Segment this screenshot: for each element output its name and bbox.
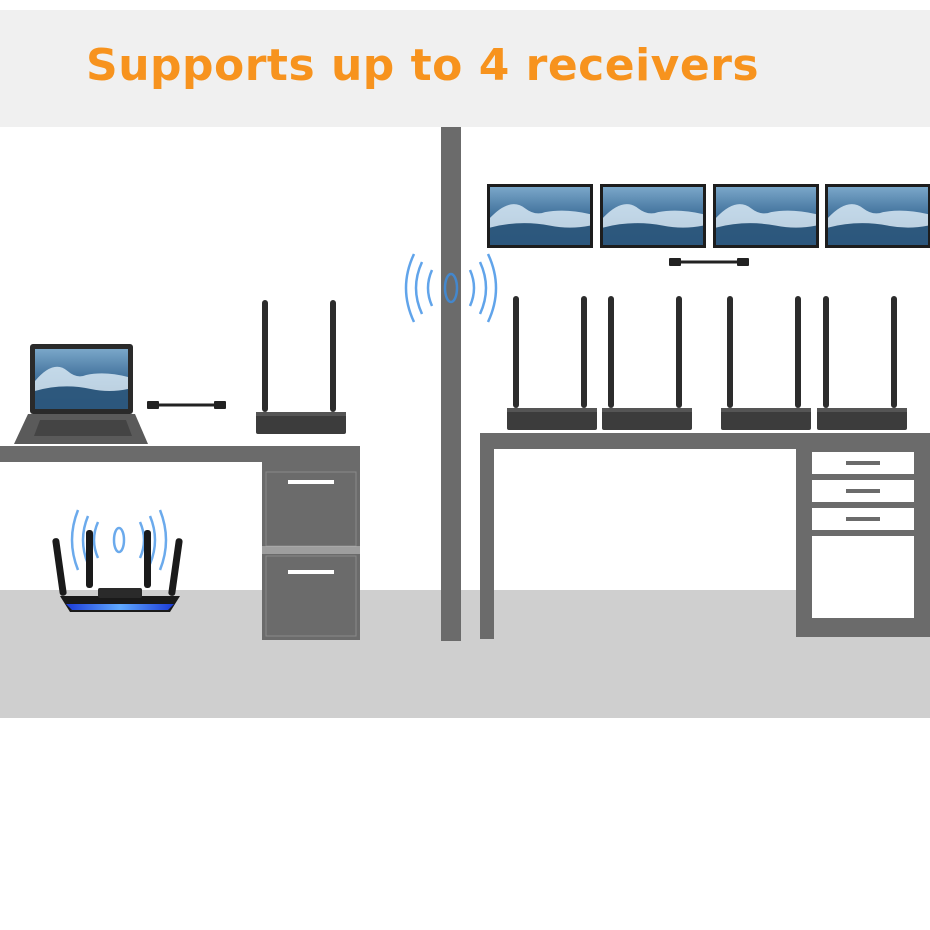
left-desk: [0, 446, 360, 640]
receiver-3-icon: [721, 296, 811, 430]
receiver-1-icon: [507, 296, 597, 430]
display-4-icon: [825, 184, 930, 248]
right-desk: [480, 433, 930, 639]
receiver-2-icon: [602, 296, 692, 430]
display-3-icon: [713, 184, 819, 248]
display-1-icon: [487, 184, 593, 248]
router-icon: [52, 509, 183, 612]
wall-divider: [441, 127, 461, 641]
wifi-signal-icon: [404, 253, 498, 323]
receiver-4-icon: [817, 296, 907, 430]
headline-text: Supports up to 4 receivers: [86, 40, 760, 91]
laptop-icon: [14, 344, 148, 444]
hdmi-cable-icon: [669, 258, 749, 266]
hdmi-cable-icon: [147, 401, 226, 409]
transmitter-icon: [256, 300, 346, 434]
display-2-icon: [600, 184, 706, 248]
header-banner: [0, 10, 930, 127]
